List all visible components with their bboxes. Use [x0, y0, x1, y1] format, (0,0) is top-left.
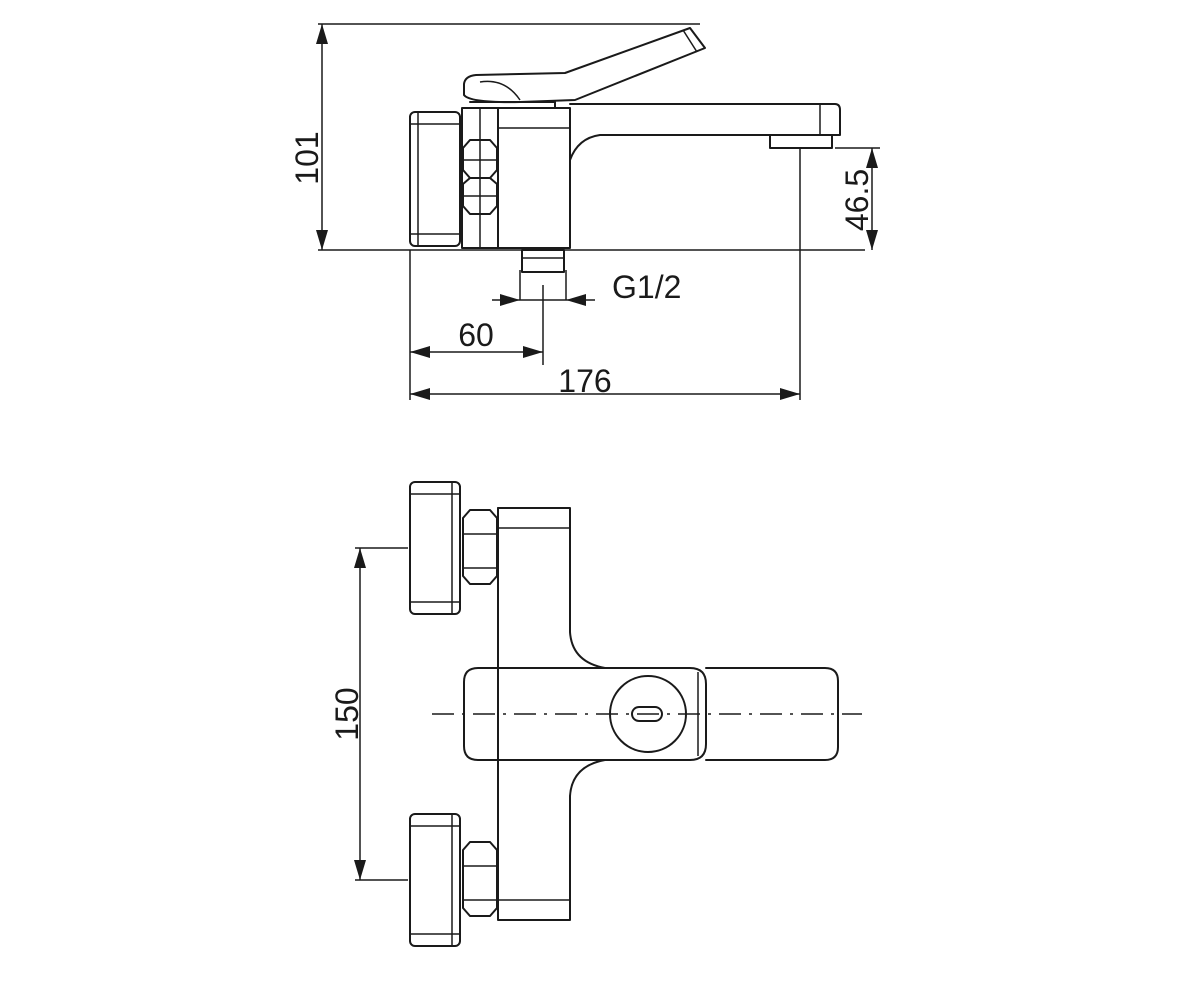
top-hex-nut-upper — [462, 509, 498, 585]
dim-spout-height-label: 46.5 — [839, 169, 875, 231]
dim-total-depth: 176 — [410, 363, 800, 400]
dim-inlet-offset: 60 — [410, 317, 543, 358]
top-view: 150 — [329, 481, 862, 947]
top-hex-nut-lower — [462, 841, 498, 917]
dim-thread: G1/2 — [492, 269, 681, 306]
side-body — [461, 107, 571, 249]
top-knob-upper — [409, 481, 461, 615]
top-knob-lower — [409, 813, 461, 947]
dim-total-depth-label: 176 — [558, 363, 611, 399]
side-knob — [409, 111, 461, 247]
dim-total-height: 101 — [289, 24, 328, 250]
dim-total-height-label: 101 — [289, 131, 325, 184]
dim-inlet-spacing: 150 — [329, 548, 366, 880]
top-body — [497, 507, 606, 921]
dim-thread-label: G1/2 — [612, 269, 681, 305]
side-view: 101 46.5 G1/2 60 176 — [289, 23, 880, 400]
side-lever — [463, 27, 706, 109]
dim-inlet-spacing-label: 150 — [329, 687, 365, 740]
dim-spout-height: 46.5 — [839, 148, 878, 250]
side-inlet — [521, 249, 565, 273]
dim-inlet-offset-label: 60 — [458, 317, 494, 353]
side-spout — [569, 103, 841, 161]
